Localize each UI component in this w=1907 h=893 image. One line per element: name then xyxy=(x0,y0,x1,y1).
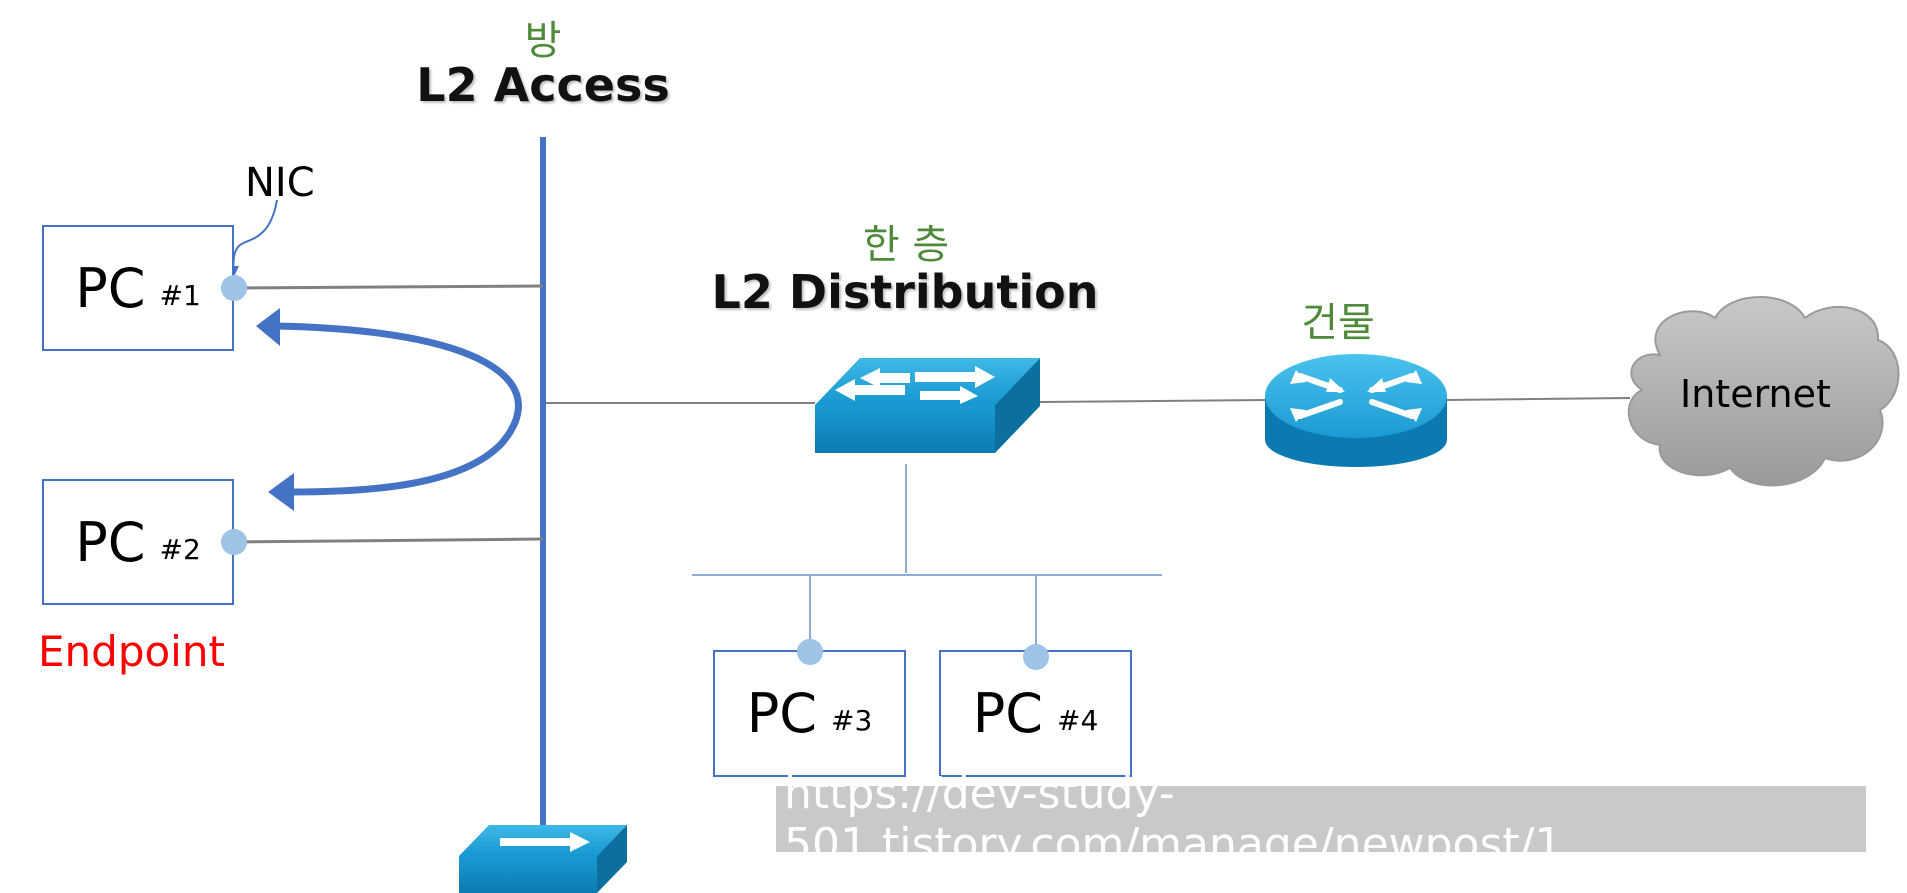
pc-2-number: #2 xyxy=(159,532,201,566)
pc-4-number: #4 xyxy=(1057,704,1099,737)
distribution-label-korean: 한 층 xyxy=(862,222,950,268)
pc-1-label: PC xyxy=(75,256,146,320)
pc-1-number: #1 xyxy=(159,278,201,312)
pc-2-box: PC #2 xyxy=(42,479,234,605)
curve-arrowhead-bottom xyxy=(268,473,294,511)
pc-3-number: #3 xyxy=(831,704,873,737)
internet-label: Internet xyxy=(1680,372,1831,416)
watermark-url: https://dev-study-501.tistory.com/manage… xyxy=(776,768,1866,870)
pc2-link xyxy=(233,537,544,544)
distribution-router-link xyxy=(1039,399,1266,403)
endpoint-label: Endpoint xyxy=(38,627,225,676)
distribution-label: L2 Distribution xyxy=(711,265,1099,319)
nic-pointer-arrow xyxy=(232,199,278,273)
pc1-link xyxy=(233,284,544,290)
pc-2-label: PC xyxy=(75,510,146,574)
distribution-switch-icon xyxy=(815,358,1040,453)
pc-4-label: PC xyxy=(972,682,1043,745)
building-label-korean: 건물 xyxy=(1301,300,1375,346)
pc-1-box: PC #1 xyxy=(42,225,234,351)
access-switch-icon xyxy=(459,825,627,893)
pc-3-box: PC #3 xyxy=(713,650,906,777)
internet-cloud-icon xyxy=(1627,296,1900,487)
router-icon xyxy=(1265,354,1447,467)
pc-to-pc-curve xyxy=(275,322,522,496)
pc-4-box: PC #4 xyxy=(939,650,1132,777)
access-label-korean: 방 xyxy=(524,18,562,64)
router-internet-link xyxy=(1445,397,1631,401)
pc-3-label: PC xyxy=(746,682,817,745)
access-label: L2 Access xyxy=(416,58,670,112)
nic-label: NIC xyxy=(245,160,315,206)
curve-arrowhead-top xyxy=(256,308,280,346)
